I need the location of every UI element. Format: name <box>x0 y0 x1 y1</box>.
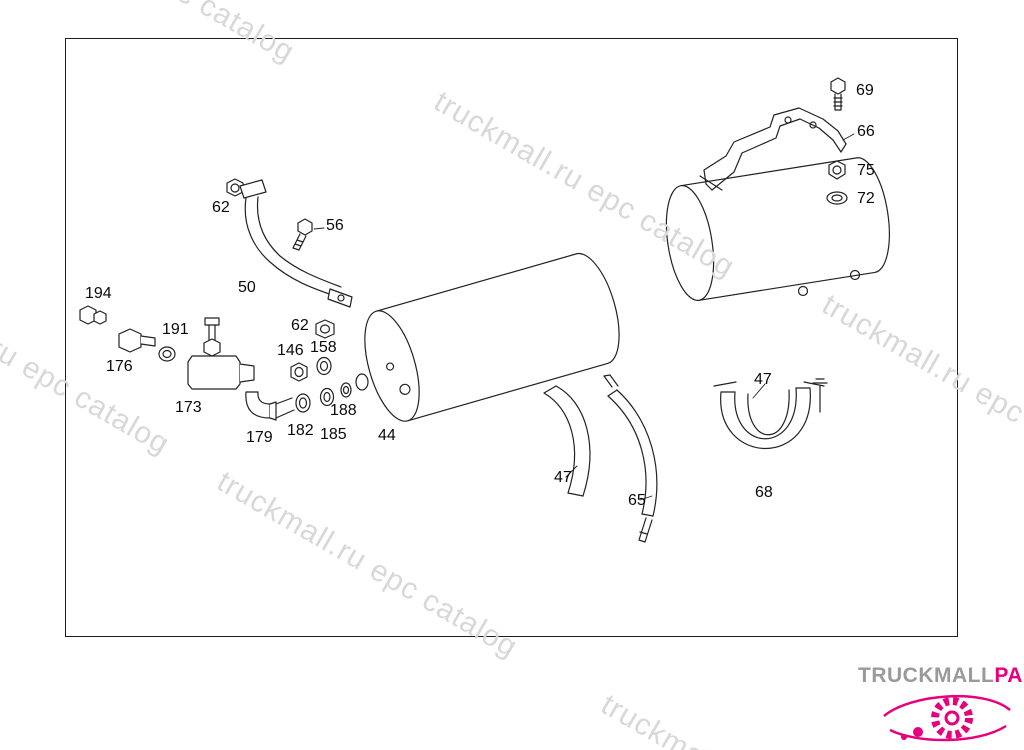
part-label-72: 72 <box>857 190 875 207</box>
part-label-182: 182 <box>287 422 314 439</box>
part-label-173: 173 <box>175 399 202 416</box>
bracket-50 <box>239 179 353 308</box>
bolt-69 <box>830 77 846 111</box>
part-label-62-b: 62 <box>291 317 309 334</box>
fitting-194 <box>79 305 107 325</box>
part-label-44: 44 <box>378 427 396 444</box>
part-label-75: 75 <box>857 162 875 179</box>
bracket-66 <box>699 107 847 191</box>
part-label-66: 66 <box>857 123 875 140</box>
gear-icon <box>883 694 1011 742</box>
strap-47-right <box>713 381 825 449</box>
strap-68 <box>720 378 828 436</box>
nut-146 <box>290 362 308 382</box>
part-label-47-a: 47 <box>554 469 572 486</box>
truckmall-logo: TRUCKMALLPARTS <box>858 664 1024 688</box>
part-label-56: 56 <box>326 217 344 234</box>
part-label-69: 69 <box>856 82 874 99</box>
washer-158 <box>316 356 332 376</box>
strap-65 <box>603 374 658 543</box>
tank-port-icon <box>849 269 861 281</box>
ring-188 <box>340 382 352 398</box>
valve-173 <box>187 317 255 390</box>
part-label-188: 188 <box>330 402 357 419</box>
part-label-146: 146 <box>277 342 304 359</box>
part-label-158: 158 <box>310 339 337 356</box>
tank-port-icon <box>797 285 809 297</box>
swoosh-icon <box>889 724 1007 742</box>
part-label-179: 179 <box>246 429 273 446</box>
part-label-65: 65 <box>628 492 646 509</box>
part-label-191: 191 <box>162 321 189 338</box>
part-label-194: 194 <box>85 285 112 302</box>
strap-47-lower <box>543 385 591 497</box>
ring-185 <box>319 387 335 407</box>
nut-62-top <box>226 178 244 197</box>
ring-182 <box>295 393 311 413</box>
logo-truckmall-text: TRUCKMALL <box>858 664 995 687</box>
part-label-176: 176 <box>106 358 133 375</box>
part-label-68: 68 <box>755 484 773 501</box>
washer-191 <box>158 346 176 362</box>
part-label-185: 185 <box>320 426 347 443</box>
tank-main <box>364 252 620 422</box>
fitting-176 <box>118 328 156 353</box>
elbow-179 <box>245 391 277 421</box>
bolt-56 <box>292 218 313 251</box>
swoosh-icon <box>883 694 1011 717</box>
nut-75 <box>828 160 846 180</box>
logo-parts-text: PARTS <box>994 664 1024 687</box>
nut-62-mid <box>315 319 335 339</box>
pipe <box>275 397 295 419</box>
part-label-62-a: 62 <box>212 199 230 216</box>
part-label-50: 50 <box>238 279 256 296</box>
diagram-frame <box>65 38 958 637</box>
ring-72 <box>826 191 848 205</box>
leader-lines <box>313 133 855 501</box>
part-label-47-b: 47 <box>754 371 772 388</box>
tank-inlet <box>355 373 369 391</box>
